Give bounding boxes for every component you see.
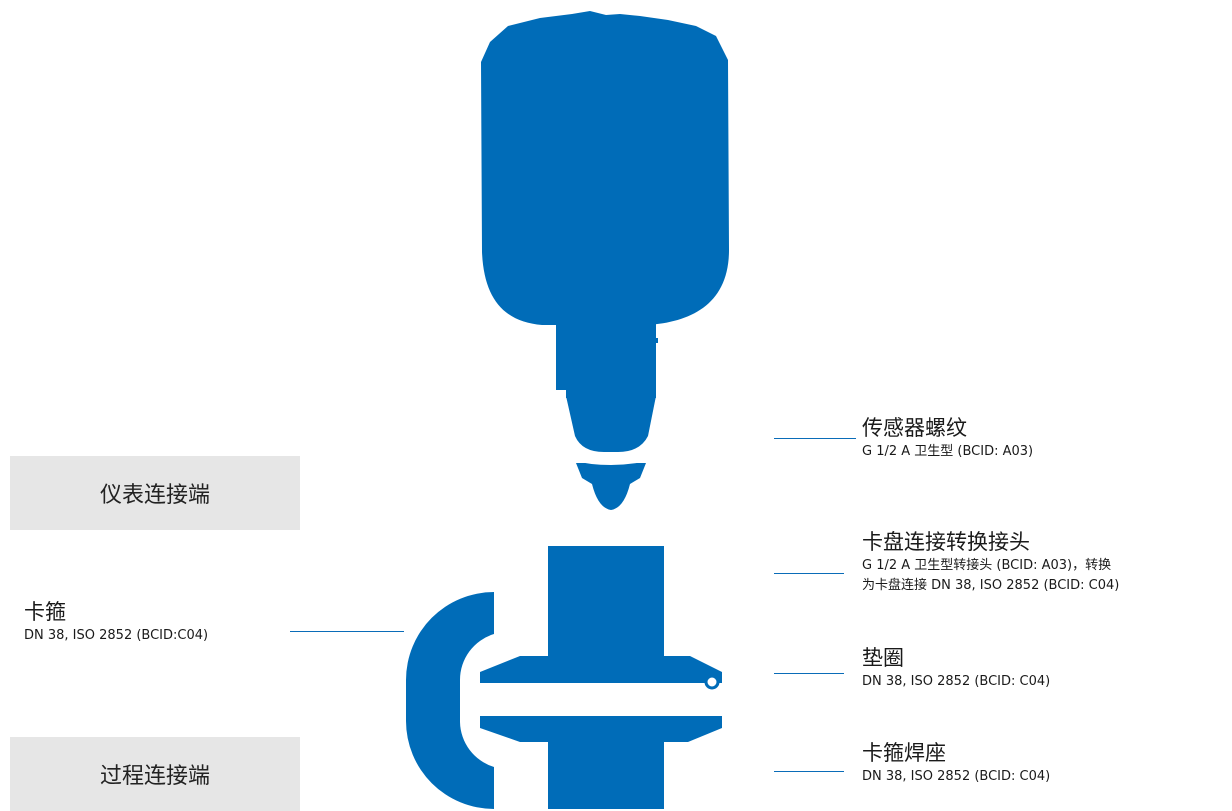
sensor-stem — [566, 396, 656, 452]
leader-clamp — [290, 631, 404, 632]
callout-title: 卡箍 — [24, 600, 66, 624]
callout-gasket: 垫圈 DN 38, ISO 2852 (BCID: C04) — [862, 644, 1050, 692]
callout-title: 传感器螺纹 — [862, 416, 967, 440]
sensor-housing — [481, 11, 729, 325]
clamp-ring — [406, 592, 494, 809]
adapter-body — [548, 546, 664, 658]
callout-adapter: 卡盘连接转换接头 G 1/2 A 卫生型转接头 (BCID: A03)，转换 为… — [862, 528, 1119, 596]
ferrule-flange — [480, 716, 722, 742]
callout-detail: DN 38, ISO 2852 (BCID: C04) — [862, 769, 1051, 784]
callout-weld-ferrule: 卡箍焊座 DN 38, ISO 2852 (BCID: C04) — [862, 739, 1050, 787]
callout-clamp: 卡箍 DN 38, ISO 2852 (BCID:C04) — [24, 598, 208, 646]
instrument-side-label: 仪表连接端 — [99, 483, 210, 508]
callout-detail: DN 38, ISO 2852 (BCID: C04) — [862, 674, 1051, 689]
callout-detail-line2: 为卡盘连接 DN 38, ISO 2852 (BCID: C04) — [862, 578, 1120, 593]
gasket-indicator — [704, 674, 720, 690]
sensor-seal-ring — [569, 456, 653, 465]
process-side-label: 过程连接端 — [99, 764, 210, 789]
leader-gasket — [774, 673, 844, 674]
instrument-side-box: 仪表连接端 — [10, 456, 300, 530]
callout-detail: G 1/2 A 卫生型 (BCID: A03) — [862, 444, 1034, 459]
ferrule-body — [548, 740, 664, 809]
callout-title: 垫圈 — [862, 646, 904, 670]
callout-detail-line1: G 1/2 A 卫生型转接头 (BCID: A03)，转换 — [862, 558, 1112, 573]
adapter-flange — [480, 656, 722, 683]
leader-adapter — [774, 573, 844, 574]
leader-sensor-thread — [774, 438, 856, 439]
leader-weld-ferrule — [774, 771, 844, 772]
sensor-thread — [556, 338, 658, 398]
callout-title: 卡箍焊座 — [862, 741, 946, 765]
sensor-tip — [576, 463, 646, 510]
callout-title: 卡盘连接转换接头 — [862, 530, 1030, 554]
process-side-box: 过程连接端 — [10, 737, 300, 811]
callout-sensor-thread: 传感器螺纹 G 1/2 A 卫生型 (BCID: A03) — [862, 414, 1033, 462]
callout-detail: DN 38, ISO 2852 (BCID:C04) — [24, 628, 209, 643]
